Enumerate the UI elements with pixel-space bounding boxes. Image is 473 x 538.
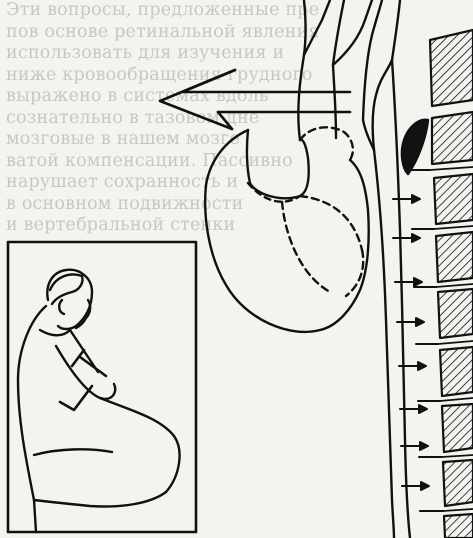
vertebra-7 [443, 460, 473, 506]
pressure-arrows [393, 195, 429, 490]
arrow-3 [395, 278, 422, 286]
vertebra-8 [444, 514, 473, 538]
posterior-wall [374, 60, 410, 538]
vertebra-2 [434, 174, 473, 224]
arrow-4 [397, 318, 424, 326]
cartilage-mark [402, 120, 428, 174]
vertebra-5 [440, 347, 473, 396]
vertebra-6 [442, 404, 473, 452]
vertebra-3 [436, 232, 473, 282]
vertebra-4 [438, 289, 473, 338]
arrow-2 [393, 234, 420, 242]
great-vessels [298, 0, 400, 150]
direction-arrow [160, 70, 350, 129]
vertebra-1 [432, 112, 473, 164]
arrow-1 [393, 195, 420, 203]
upper-vertebra [430, 30, 473, 106]
heart-outline [205, 127, 369, 332]
